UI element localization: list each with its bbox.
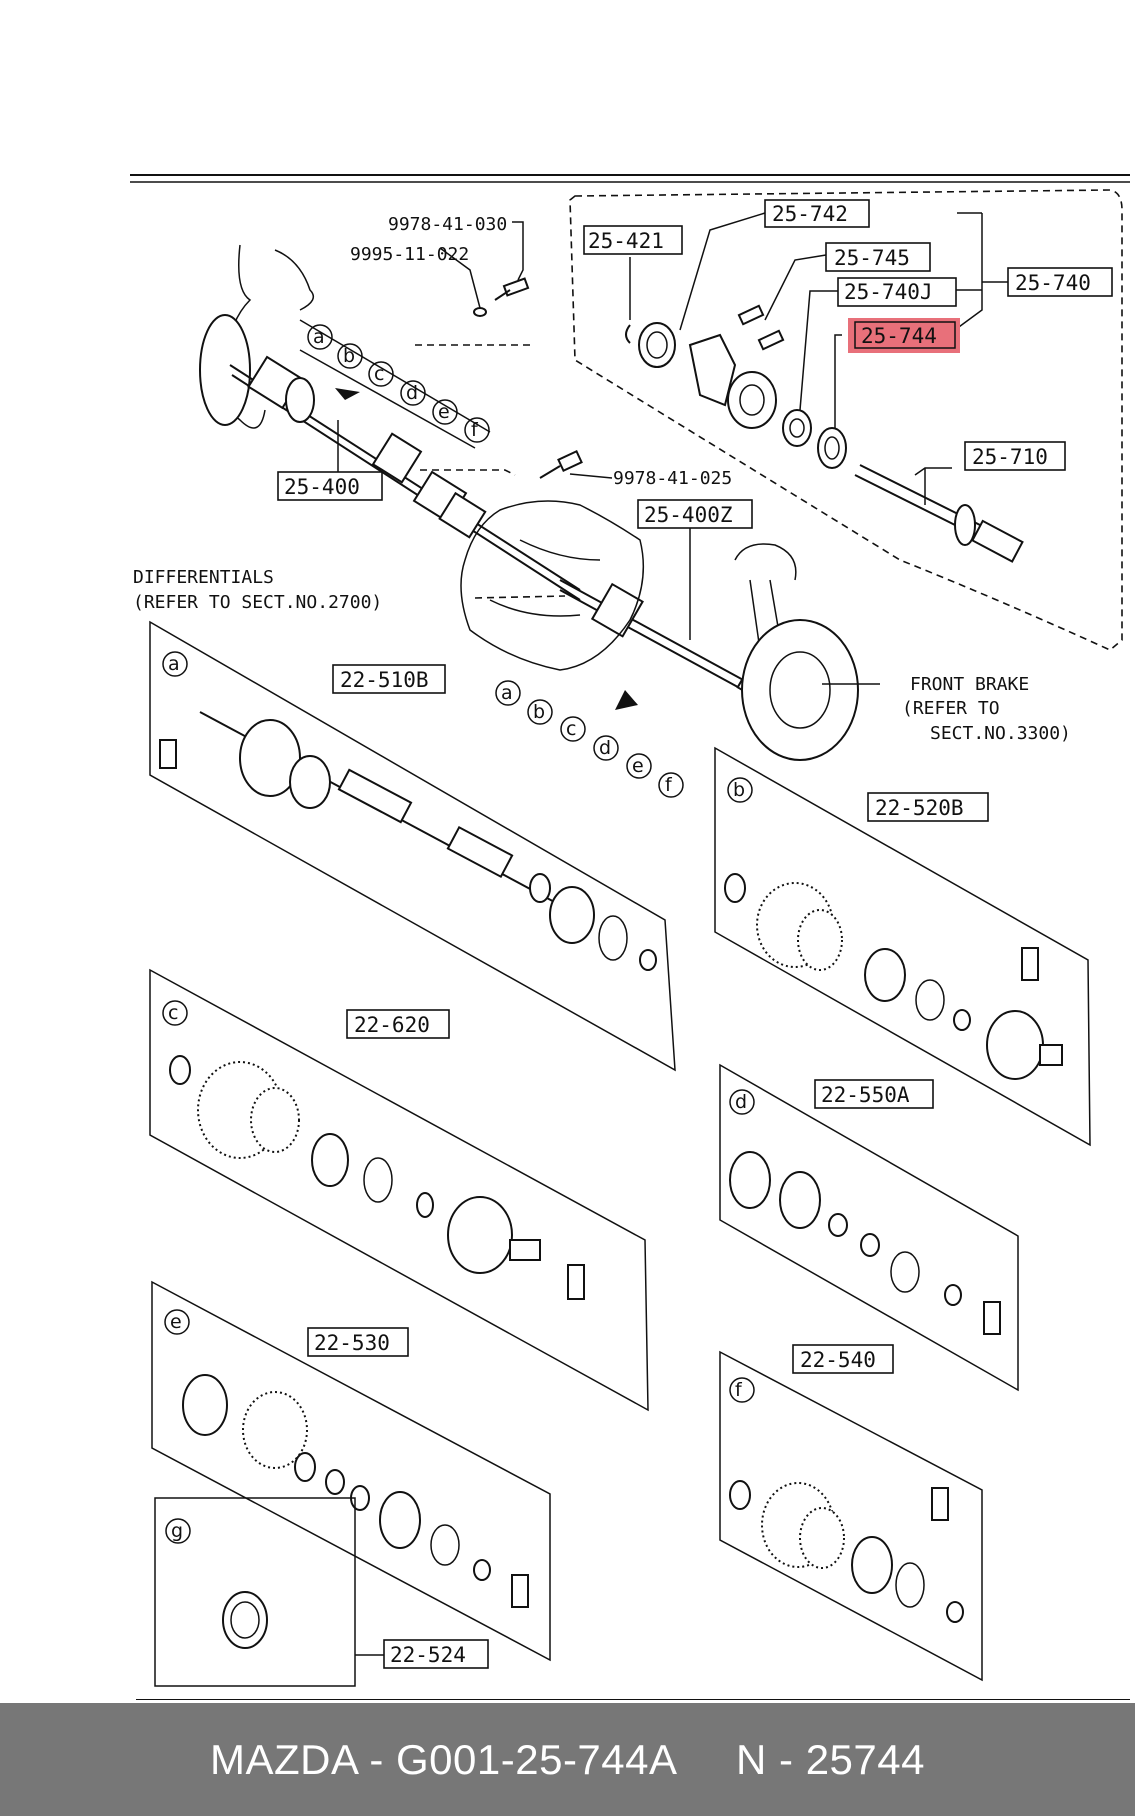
note-differentials-1: DIFFERENTIALS: [133, 567, 274, 588]
svg-text:f: f: [665, 774, 673, 796]
note-brake-1: FRONT BRAKE: [910, 674, 1029, 695]
label-22-530: 22-530: [314, 1331, 390, 1355]
label-22-540: 22-540: [800, 1348, 876, 1372]
label-22-550A: 22-550A: [821, 1083, 910, 1107]
label-25-742: 25-742: [772, 202, 848, 226]
svg-text:f: f: [735, 1379, 743, 1401]
bolt-9978-41-025: [539, 450, 583, 479]
label-25-421: 25-421: [588, 229, 664, 253]
kit-panel-f: f: [719, 1350, 983, 1682]
svg-text:d: d: [599, 737, 611, 759]
note-differentials-2: (REFER TO SECT.NO.2700): [133, 592, 382, 613]
svg-text:e: e: [632, 755, 644, 777]
label-25-710: 25-710: [972, 445, 1048, 469]
label-25-740J: 25-740J: [844, 280, 933, 304]
svg-text:b: b: [533, 701, 545, 723]
caption-bar: MAZDA - G001-25-744A N - 25744: [0, 1703, 1135, 1816]
label-22-520B: 22-520B: [875, 796, 964, 820]
label-22-620: 22-620: [354, 1013, 430, 1037]
svg-text:c: c: [168, 1002, 178, 1024]
kit-panel-c: c: [149, 968, 649, 1412]
svg-text:c: c: [566, 718, 576, 740]
svg-text:b: b: [733, 779, 745, 801]
note-brake-3: SECT.NO.3300): [930, 723, 1071, 744]
svg-text:c: c: [374, 363, 384, 385]
kit-panel-a: a: [149, 620, 676, 1072]
svg-text:f: f: [471, 419, 479, 441]
detail-parts: [625, 304, 1024, 563]
kit-panel-b: b: [714, 746, 1091, 1147]
note-brake-2: (REFER TO: [902, 698, 1000, 719]
svg-text:e: e: [170, 1311, 182, 1333]
highlight-25-744: [848, 318, 960, 353]
kit-letters-upper: a b c d e f: [299, 319, 491, 449]
svg-text:a: a: [168, 653, 180, 675]
arrow-icon: [335, 388, 360, 400]
kit-letters-lower: a b c d e f: [495, 680, 684, 798]
label-22-510B: 22-510B: [340, 668, 429, 692]
label-25-400Z: 25-400Z: [644, 503, 733, 527]
transmission-housing: [460, 500, 645, 671]
svg-text:g: g: [171, 1520, 183, 1542]
label-9978-41-025: 9978-41-025: [613, 468, 732, 489]
svg-text:a: a: [501, 682, 513, 704]
detail-region-outline: [569, 189, 1123, 651]
label-25-400: 25-400: [284, 475, 360, 499]
label-25-740: 25-740: [1015, 271, 1091, 295]
part-labels: 9978-41-030 9995-11-022 9978-41-025 25-4…: [133, 199, 1113, 1669]
label-25-744: 25-744: [861, 324, 937, 348]
svg-text:e: e: [438, 401, 450, 423]
label-25-745: 25-745: [834, 246, 910, 270]
kit-panel-d: d: [719, 1063, 1019, 1392]
brake-rotor: [734, 543, 859, 761]
arrow-icon: [615, 690, 638, 710]
bolt-9978-41-030: [473, 277, 530, 317]
label-9978-41-030: 9978-41-030: [388, 214, 507, 235]
svg-text:a: a: [313, 326, 325, 348]
kit-panel-g: g: [154, 1497, 356, 1687]
svg-text:d: d: [735, 1091, 747, 1113]
label-9995-11-022: 9995-11-022: [350, 244, 469, 265]
parts-diagram: a b c d e f a b c d e f a b: [130, 174, 1130, 1700]
caption-text: MAZDA - G001-25-744A N - 25744: [209, 1735, 925, 1783]
label-22-524: 22-524: [390, 1643, 466, 1667]
